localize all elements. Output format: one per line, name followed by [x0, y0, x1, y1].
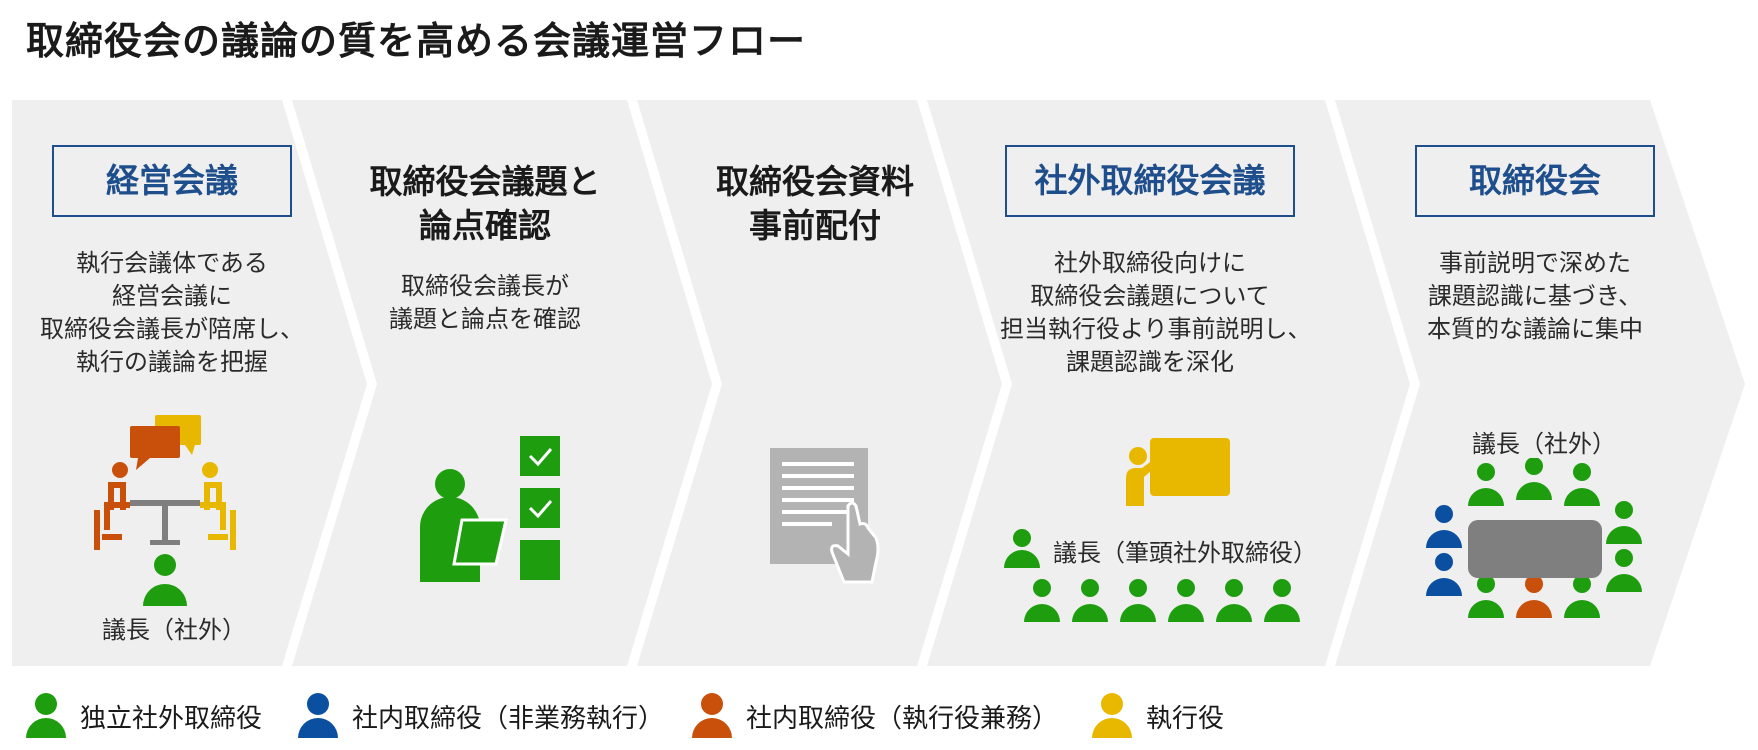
step-description: 社外取締役向けに 取締役会議題について 担当執行役より事前説明し、 課題認識を深…: [1000, 249, 1312, 376]
chair-label: 議長（社外）: [1472, 430, 1616, 458]
step-description: 取締役会議長が 議題と論点を確認: [389, 272, 581, 333]
presentation-icon: [1126, 438, 1230, 506]
chair-label: 議長（筆頭社外取締役）: [1053, 539, 1317, 567]
step-title: 取締役会資料 事前配付: [716, 162, 914, 245]
document-hand-icon: [770, 448, 880, 584]
checklist-review-icon: [420, 436, 560, 582]
step-agenda-review: 取締役会議題と 論点確認 取締役会議長が 議題と論点を確認: [345, 100, 625, 660]
chevron-step-1: [12, 100, 367, 666]
step-material-distribution: 取締役会資料 事前配付: [690, 100, 940, 660]
chevron-step-3: [637, 100, 1002, 666]
step-title: 取締役会議題と 論点確認: [369, 162, 601, 245]
step-description: 事前説明で深めた 課題認識に基づき、 本質的な議論に集中: [1427, 249, 1643, 343]
person-green-icon: [26, 693, 66, 738]
legend-item-independent-outside: 独立社外取締役: [24, 690, 284, 740]
person-yellow-icon: [1092, 693, 1132, 738]
outside-directors-group-icon: [1024, 579, 1300, 622]
person-blue-icon: [298, 693, 338, 738]
legend-label: 執行役: [1146, 704, 1225, 734]
chevron-step-2: [292, 100, 712, 666]
step-board-meeting: 取締役会 事前説明で深めた 課題認識に基づき、 本質的な議論に集中: [1385, 100, 1685, 660]
step-description: 執行会議体である 経営会議に 取締役会議長が陪席し、 執行の議論を把握: [40, 249, 304, 376]
legend-label: 社内取締役（執行役兼務）: [746, 704, 1059, 734]
step-outside-directors-meeting: 社外取締役会議 社外取締役向けに 取締役会議題について 担当執行役より事前説明し…: [1000, 100, 1312, 660]
step-title: 経営会議: [52, 145, 292, 217]
legend-item-executive: 執行役: [1090, 690, 1290, 740]
board-table-icon: [1426, 458, 1642, 618]
page-title: 取締役会の議論の質を高める会議運営フロー: [26, 19, 807, 63]
chevron-step-4: [927, 100, 1410, 666]
person-orange-icon: [692, 693, 732, 738]
legend-label: 社内取締役（非業務執行）: [352, 704, 665, 734]
legend-label: 独立社外取締役: [80, 704, 263, 734]
step-management-meeting: 経営会議 執行会議体である 経営会議に 取締役会議長が陪席し、 執行の議論を把握: [12, 100, 332, 660]
legend-item-internal-non-exec: 社内取締役（非業務執行）: [296, 690, 676, 740]
meeting-discussion-icon: [94, 415, 236, 606]
step-title: 取締役会: [1415, 145, 1655, 217]
chair-label: 議長（社外）: [102, 616, 246, 644]
chevron-step-5: [1335, 100, 1745, 666]
step-title: 社外取締役会議: [1005, 145, 1295, 217]
legend: 独立社外取締役 社内取締役（非業務執行） 社内取締役（執行役兼務） 執行役: [0, 690, 1758, 740]
chair-figure-icon: [1004, 529, 1040, 568]
legend-item-internal-exec: 社内取締役（執行役兼務）: [690, 690, 1070, 740]
